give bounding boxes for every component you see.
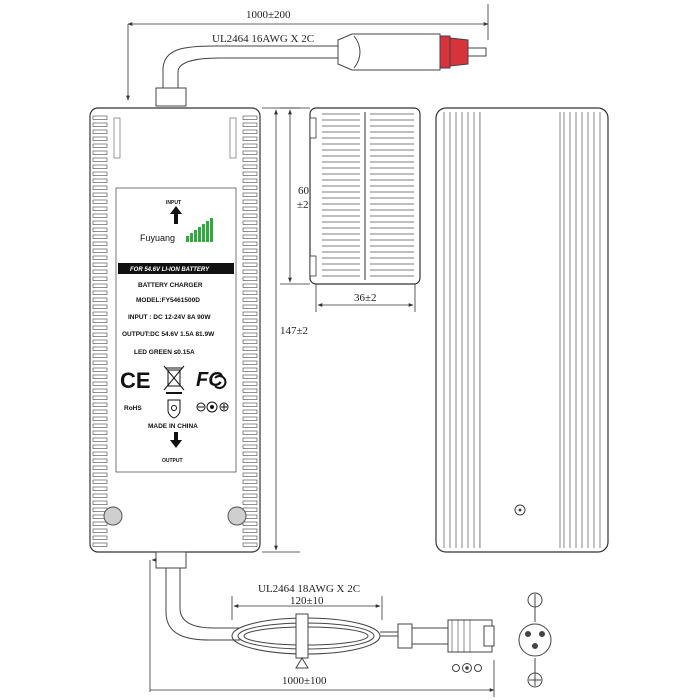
weee-bin-icon [163, 365, 185, 394]
label-input-text: INPUT [166, 200, 181, 206]
input-cable [155, 45, 340, 107]
brand-text: Fuyuang [140, 233, 175, 243]
mount-screw-left [103, 506, 123, 526]
dim-side-height-text: 60 [298, 185, 310, 197]
input-spec-text: INPUT : DC 12-24V 8A 90W [128, 314, 211, 321]
dim-body-length [262, 107, 300, 553]
xlr-connector [397, 619, 495, 653]
arrow-down-icon [170, 432, 182, 448]
dim-top-cable-length [126, 4, 489, 101]
dim-body-length-text: 147±2 [280, 325, 308, 337]
cooling-fins-right [242, 115, 258, 547]
bottom-loop-spec-text: UL2464 18AWG X 2C [258, 583, 360, 595]
back-grooves [443, 112, 601, 548]
side-fins [322, 113, 414, 277]
dim-top-cable-length-text: 1000±200 [246, 9, 291, 21]
dim-side-height-tol-text: ±2 [297, 199, 309, 211]
output-spec-text: OUTPUT:DC 54.6V 1.5A 81.9W [122, 331, 215, 338]
fcc-mark-text: FC [196, 369, 223, 391]
arrow-up-icon [170, 206, 182, 224]
minus-terminal-icon [527, 592, 543, 608]
output-cable [155, 551, 398, 669]
model-text: MODEL:FY5461500D [136, 297, 200, 304]
cable-tie [295, 613, 309, 659]
polarity-icon [196, 401, 229, 413]
car-plug [337, 33, 487, 71]
battery-band-text: FOR 54.6V LI-ION BATTERY [130, 267, 210, 273]
fcc-c-icon [214, 375, 227, 389]
ce-mark-text: CE [120, 368, 151, 393]
dim-bottom-loop [231, 596, 383, 620]
plug-tip-red [439, 35, 451, 69]
dim-side-width [315, 284, 416, 312]
led-text: LED GREEN ≤0.15A [134, 349, 195, 356]
dim-bottom-cable-text: 1000±100 [282, 675, 327, 687]
mount-screw-right [227, 506, 247, 526]
dim-bottom-loop-text: 120±10 [290, 595, 324, 607]
label-output-text: OUTPUT [162, 458, 183, 464]
top-cable-spec-text: UL2464 16AWG X 2C [212, 33, 314, 45]
dim-side-width-text: 36±2 [354, 292, 377, 304]
origin-text: MADE IN CHINA [148, 423, 198, 430]
dim-bottom-cable [150, 560, 495, 697]
cooling-fins-left [92, 115, 108, 547]
rohs-text: RoHS [124, 405, 142, 412]
charger-back-view [435, 107, 609, 553]
connector-face-icon [518, 600, 552, 674]
battery-band [118, 263, 234, 274]
product-text: BATTERY CHARGER [138, 282, 203, 289]
safety-icon [167, 399, 181, 419]
polarity-bottom-icon [452, 663, 482, 673]
plus-terminal-icon [527, 672, 543, 688]
brand-bars-icon [186, 218, 213, 242]
product-label: INPUT Fuyuang FOR 54.6V LI-ION BATTERY B… [115, 187, 237, 473]
charger-side-view [309, 107, 421, 285]
